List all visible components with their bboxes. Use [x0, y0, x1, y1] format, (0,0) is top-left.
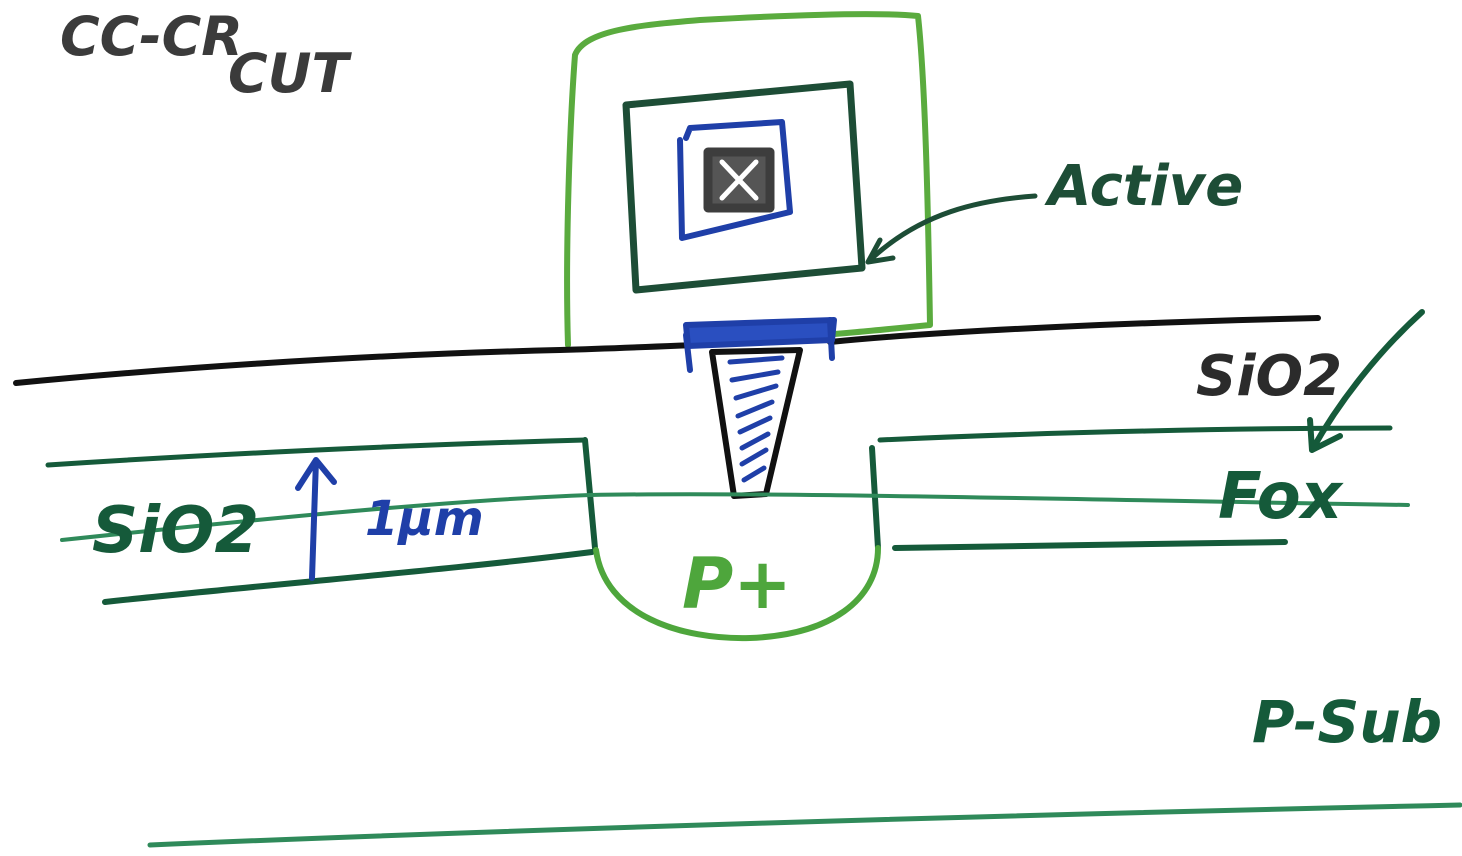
substrate-line [147, 802, 1462, 848]
fox-top-left [45, 437, 588, 468]
oxide-surface-line [13, 315, 1321, 386]
silicon-surface-line [60, 492, 1410, 542]
fox-top-right [877, 425, 1393, 443]
metal-side-right [827, 317, 835, 361]
title-line-1: CC-CR [60, 5, 243, 68]
label-p-sub: P-Sub [1252, 688, 1442, 756]
label-active: Active [1044, 154, 1243, 219]
contact-cut-x-icon [719, 159, 759, 201]
label-sio2-left: SiO2 [92, 494, 259, 568]
active-area-outline [622, 80, 866, 294]
label-sio2-top: SiO2 [1196, 344, 1342, 409]
metal-cap [683, 317, 837, 349]
contact-outline [677, 119, 793, 241]
thickness-arrow [295, 457, 337, 581]
sio2-leader-arrow [1307, 309, 1425, 453]
label-thickness: 1μm [365, 491, 484, 547]
fox-right-wall [869, 445, 881, 551]
label-fox: Fox [1218, 460, 1344, 534]
fox-bottom-right [892, 539, 1288, 551]
select-region-outline [564, 11, 933, 348]
metal-plug-fill [727, 355, 785, 483]
metal-side-left [683, 332, 693, 373]
active-leader-arrow [865, 193, 1038, 265]
label-p-plus: P+ [682, 543, 792, 625]
p-plus-region [593, 545, 881, 642]
title-line-2: CUT [228, 42, 352, 105]
fox-bottom-left [102, 549, 595, 605]
